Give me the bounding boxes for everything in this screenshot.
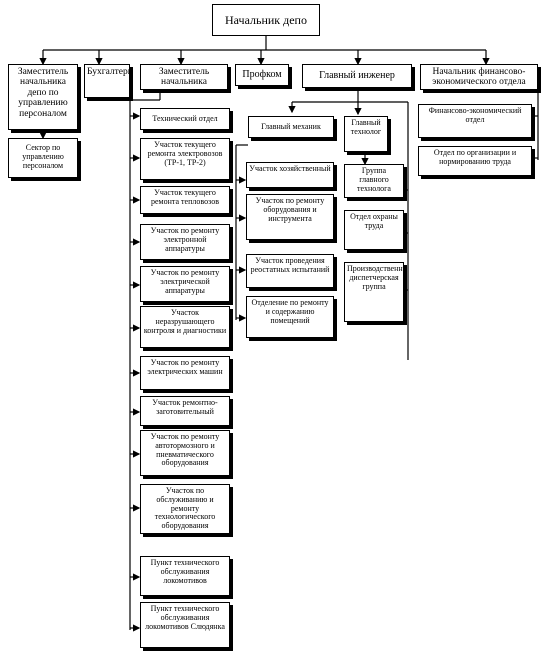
node-chief-engineer: Главный инженер: [302, 64, 412, 88]
deputy-unit-6: Участок неразрушающего контроля и диагно…: [140, 306, 230, 348]
finance-unit-2: Отдел по организации и нормированию труд…: [418, 146, 532, 176]
node-finance-head: Начальник финансово-экономического отдел…: [420, 64, 538, 90]
deputy-unit-11: Пункт технического обслуживания локомоти…: [140, 556, 230, 596]
deputy-unit-12: Пункт технического обслуживания локомоти…: [140, 602, 230, 648]
deputy-unit-7: Участок по ремонту электрических машин: [140, 356, 230, 390]
node-deputy: Заместитель начальника: [140, 64, 228, 90]
node-accounting: Бухгалтерия: [84, 64, 130, 98]
node-chief-mechanic: Главный механик: [248, 116, 334, 138]
engineer-unit-3: Производственно-диспетчерская группа: [344, 262, 404, 322]
node-hr-sector: Сектор по управлению персоналом: [8, 138, 78, 178]
deputy-unit-8: Участок ремонтно-заготовительный: [140, 396, 230, 426]
deputy-unit-2: Участок текущего ремонта электровозов (Т…: [140, 138, 230, 180]
node-chief-technologist: Главный технолог: [344, 116, 388, 152]
finance-unit-1: Финансово-экономический отдел: [418, 104, 532, 138]
engineer-unit-1: Группа главного технолога: [344, 164, 404, 198]
deputy-unit-10: Участок по обслуживанию и ремонту технол…: [140, 484, 230, 534]
deputy-unit-3: Участок текущего ремонта тепловозов: [140, 186, 230, 214]
mechanic-unit-4: Отделение по ремонту и содержанию помеще…: [246, 296, 334, 338]
deputy-unit-5: Участок по ремонту электрической аппарат…: [140, 266, 230, 302]
mechanic-unit-2: Участок по ремонту оборудования и инстру…: [246, 194, 334, 240]
mechanic-unit-3: Участок проведения реостатных испытаний: [246, 254, 334, 288]
deputy-unit-9: Участок по ремонту автотормозного и пнев…: [140, 430, 230, 476]
mechanic-unit-1: Участок хозяйственный: [246, 162, 334, 188]
node-depot-head: Начальник депо: [212, 4, 320, 36]
node-hr-deputy: Заместитель начальника депо по управлени…: [8, 64, 78, 130]
deputy-unit-4: Участок по ремонту электронной аппаратур…: [140, 224, 230, 260]
engineer-unit-2: Отдел охраны труда: [344, 210, 404, 250]
deputy-unit-1: Технический отдел: [140, 108, 230, 130]
node-union: Профком: [235, 64, 289, 86]
